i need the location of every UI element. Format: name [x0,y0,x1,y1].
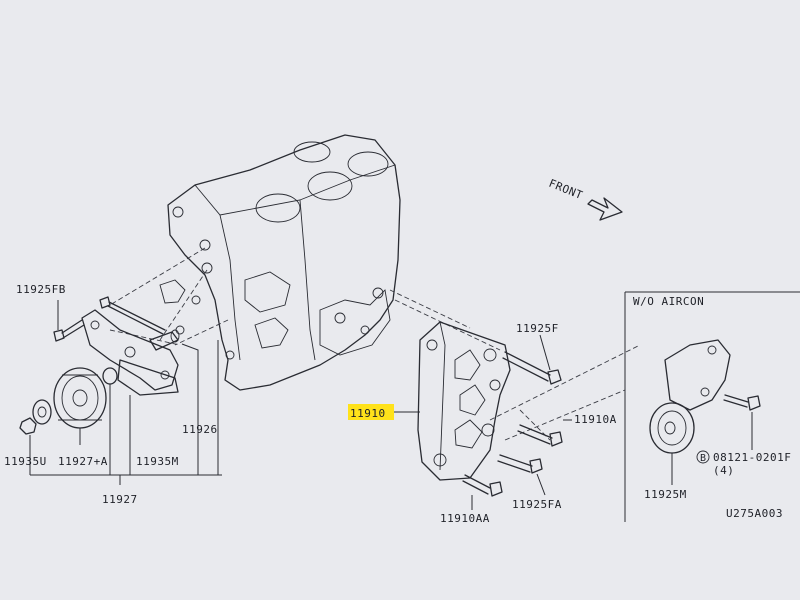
label-11925f: 11925F [516,322,559,335]
label-11926: 11926 [182,423,218,436]
label-11927a: 11927+A [58,455,108,468]
highlight-marker [348,404,394,420]
label-qty-4: (4) [713,464,734,477]
label-11935u: 11935U [4,455,47,468]
bracket-bolts [462,334,572,510]
label-08121-0201f: 08121-0201F [713,451,791,464]
label-inset-title: W/O AIRCON [633,295,704,308]
labels: 11925FB 11926 11935U 11927+A 11935M 1192… [4,177,791,525]
bracket-11910 [417,321,511,481]
label-11935m: 11935M [136,455,179,468]
front-arrow [587,197,623,221]
engine-block [159,134,401,391]
label-11910a: 11910A [574,413,617,426]
inset-box [624,291,800,522]
label-11910: 11910 [350,407,386,420]
label-11925m: 11925M [644,488,687,501]
label-11925fb: 11925FB [16,283,66,296]
label-11910aa: 11910AA [440,512,490,525]
label-circle-b: B [700,453,707,464]
label-front: FRONT [547,177,585,202]
idler-assembly [19,296,222,485]
circle-b-marker [696,450,710,464]
label-11927: 11927 [102,493,138,506]
label-diagram-code: U275A003 [726,507,783,520]
label-11925fa: 11925FA [512,498,562,511]
